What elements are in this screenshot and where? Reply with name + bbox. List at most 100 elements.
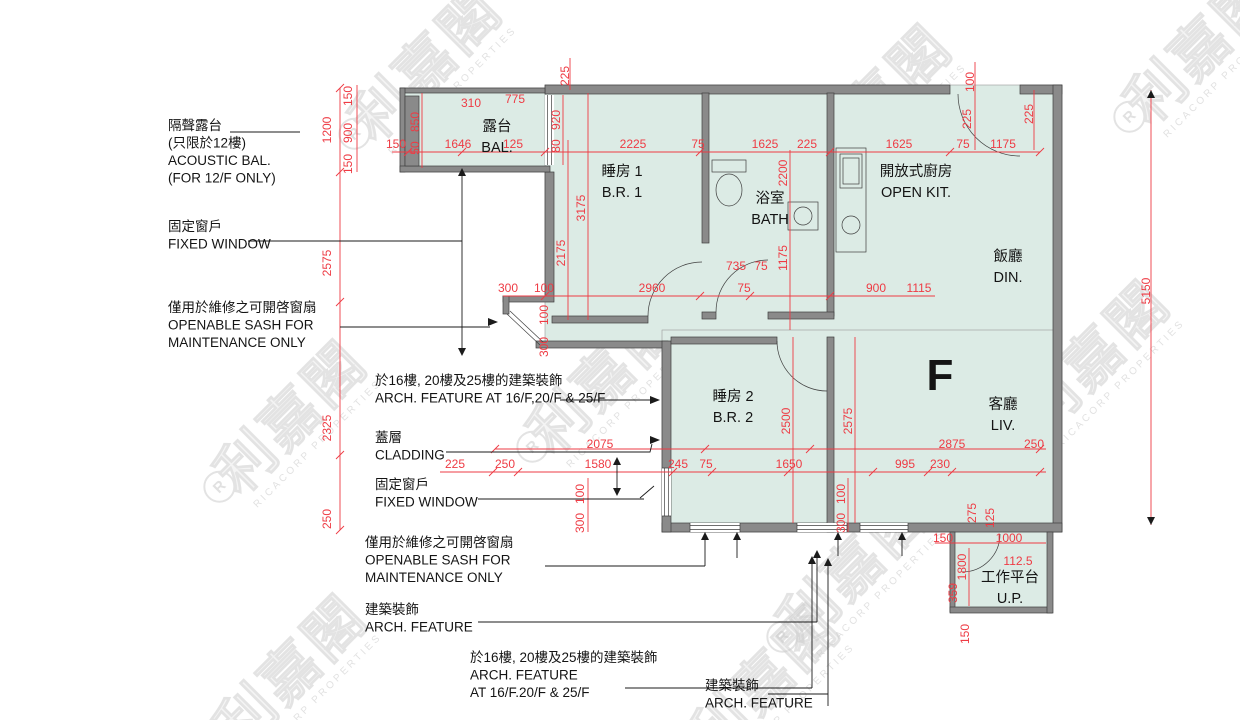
annotation-acoustic-balcony: (FOR 12/F ONLY): [168, 171, 276, 186]
dimension-label: 100: [573, 484, 587, 504]
dimension-label: 300: [537, 337, 551, 357]
annotation-openable-sash-upper: 僅用於維修之可開啓窗扇: [168, 299, 317, 315]
wall-br2-top: [670, 336, 778, 345]
window-bottom-2: [796, 523, 848, 532]
dimension-label: 75: [691, 137, 705, 151]
dimension-label: 1625: [752, 137, 779, 151]
dimension-label: 1175: [776, 245, 790, 271]
dimension-label: 1000: [996, 531, 1023, 545]
dimension-label: 80: [549, 139, 563, 153]
plan-geometry: [399, 84, 1063, 614]
dimension-label: 75: [754, 259, 768, 273]
dimension-label: 2075: [587, 437, 614, 451]
unit-letter: F: [927, 351, 954, 400]
dimension-label: 1580: [585, 457, 612, 471]
annotation-arch-feature-floors-bottom: ARCH. FEATURE: [470, 668, 578, 683]
dimension-label: 850: [408, 112, 422, 132]
dimension-label: 900: [341, 123, 355, 143]
room-label-din: 飯廳: [994, 247, 1023, 265]
dimension-label: 225: [960, 109, 974, 129]
door-arc-bath: [715, 259, 769, 313]
dimension-label: 100: [834, 484, 848, 504]
annotation-arch-feature-left: ARCH. FEATURE: [365, 620, 473, 635]
wall-br2-right: [826, 336, 835, 533]
room-label-bal: 露台: [483, 118, 512, 135]
wall-bath-bottom-b: [767, 311, 835, 320]
dimension-label: 300: [573, 513, 587, 533]
dimension-label: 1625: [886, 137, 913, 151]
dimension-label: 250: [1024, 437, 1044, 451]
room-label-open-kit-en: OPEN KIT.: [881, 185, 951, 201]
dimension-label: 3175: [574, 194, 588, 221]
annotation-labels: 隔聲露台(只限於12樓)ACOUSTIC BAL.(FOR 12/F ONLY)…: [168, 117, 813, 711]
floor-lower: [661, 329, 1063, 533]
dimension-label: 150: [933, 531, 953, 545]
room-label-liv: 客廳: [989, 395, 1018, 413]
wall-jog-v: [502, 295, 510, 315]
annotation-arch-feature-bottom: 建築裝飾: [705, 678, 759, 693]
wall-br2-left: [661, 340, 672, 533]
dimension-label: 150: [341, 86, 355, 106]
acoustic-fin: [404, 95, 420, 167]
room-label-din-en: DIN.: [994, 270, 1023, 286]
room-label-br2: 睡房 2: [712, 388, 753, 405]
dimension-label: 100: [537, 305, 551, 325]
annotation-arch-feature-floors-bottom: 於16樓, 20樓及25樓的建築裝飾: [470, 650, 658, 665]
dimension-label: 1115: [907, 281, 932, 295]
room-label-bal-en: BAL.: [481, 140, 512, 156]
svg-text:利嘉閣: 利嘉閣: [203, 329, 380, 506]
annotation-openable-sash-lower: OPENABLE SASH FOR: [365, 553, 511, 568]
wall-up-bottom: [949, 606, 1053, 614]
dimension-label: 5150: [1139, 277, 1153, 304]
dimension-label: 2575: [841, 407, 855, 434]
annotation-fixed-window-lower: 固定窗戶: [375, 476, 429, 492]
dimension-lines: [335, 58, 1155, 606]
annotation-acoustic-balcony: (只限於12樓): [168, 136, 246, 151]
wall-upper-left-bottom: [535, 340, 669, 349]
annotation-fixed-window-lower: FIXED WINDOW: [375, 495, 478, 510]
dimension-label: 150: [341, 154, 355, 174]
dimension-label: 1650: [776, 457, 803, 471]
annotation-openable-sash-lower: MAINTENANCE ONLY: [365, 570, 503, 585]
dimension-label: 100: [963, 72, 977, 92]
dimension-label: 2500: [779, 407, 793, 434]
dimension-label: 50: [408, 141, 422, 155]
dimension-label: 150: [386, 137, 406, 151]
room-label-liv-en: LIV.: [991, 418, 1015, 434]
annotation-arch-feature-bottom: ARCH. FEATURE: [705, 696, 813, 711]
dimension-label: 300: [498, 281, 518, 295]
room-label-br2-en: B.R. 2: [713, 410, 753, 426]
dimension-label: 225: [558, 66, 572, 86]
toilet: [711, 159, 747, 207]
wall-jog-h: [502, 295, 555, 303]
kitchen-counter: [835, 147, 867, 253]
dimension-label: 75: [956, 137, 970, 151]
door-arc-br1: [647, 261, 703, 317]
wall-bath-bottom-a: [701, 311, 717, 320]
dimension-label: 75: [699, 457, 713, 471]
openable-sash-diagonal: [506, 310, 544, 346]
dimension-label: 310: [461, 96, 481, 110]
room-label-bath: 浴室: [756, 190, 785, 207]
annotation-cladding: 蓋層: [375, 430, 402, 445]
dimension-label: 900: [866, 281, 886, 295]
dimension-label: 275: [965, 503, 979, 523]
annotation-cladding: CLADDING: [375, 448, 445, 463]
annotation-arch-feature-floors-left: ARCH. FEATURE AT 16/F,20/F & 25/F: [375, 391, 605, 406]
window-bottom-1: [689, 523, 741, 532]
room-label-up-en: U.P.: [997, 591, 1023, 607]
dimension-label: 225: [797, 137, 817, 151]
dimension-label: 2225: [620, 137, 647, 151]
dimension-label: 920: [549, 110, 563, 130]
room-label-bath-en: BATH: [751, 212, 789, 228]
dimension-label: 995: [895, 457, 915, 471]
wall-top-left-span: [544, 84, 951, 95]
dimension-label: 230: [930, 457, 950, 471]
dimension-label: 1800: [955, 553, 969, 580]
dimension-label: 300: [834, 513, 848, 533]
room-label-open-kit: 開放式廚房: [880, 162, 953, 180]
